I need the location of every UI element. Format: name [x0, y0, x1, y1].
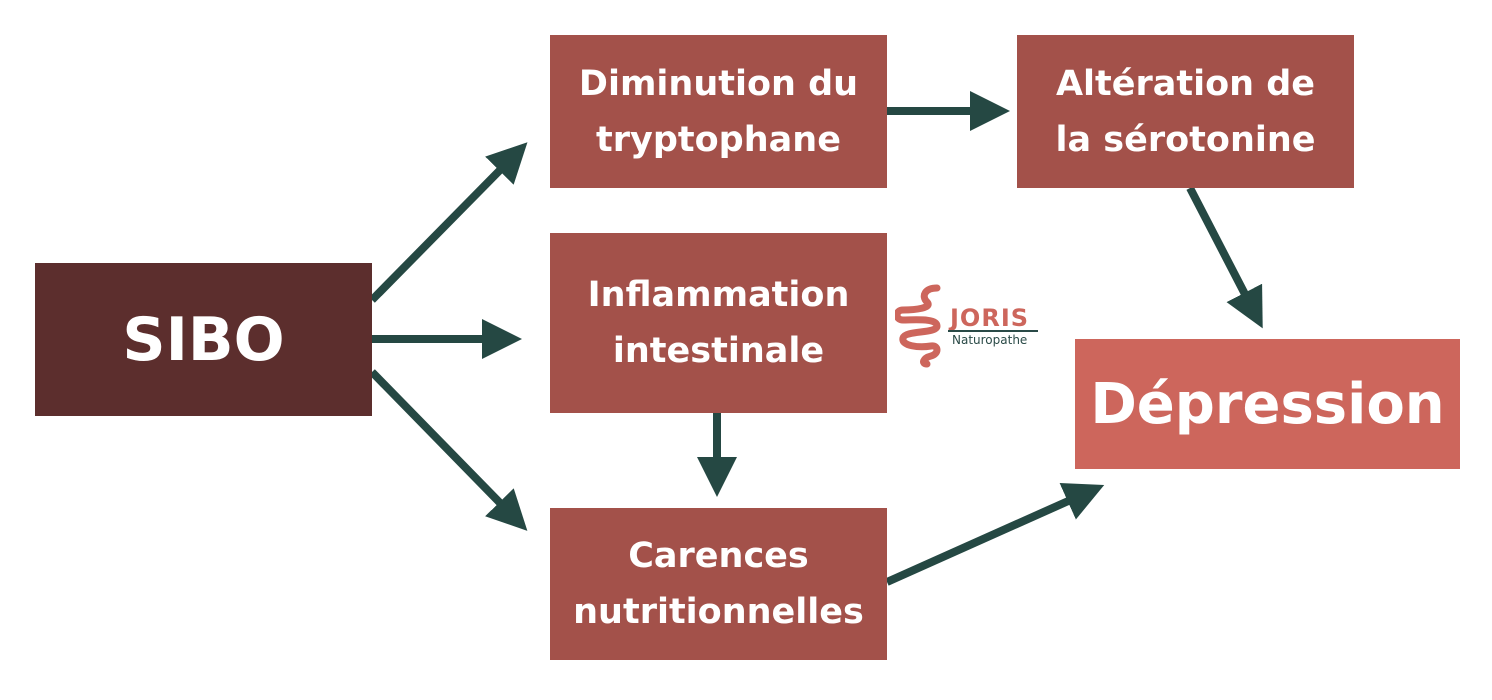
arrow-sibo-to-tryptophane	[369, 142, 528, 303]
node-carences-line-1: Carences	[628, 536, 809, 576]
node-depression-label: Dépression	[1090, 371, 1445, 437]
node-inflammation-line-1: Inflammation	[587, 275, 850, 315]
node-serotonine-line-2: la sérotonine	[1055, 119, 1316, 160]
logo-name: JORIS	[950, 304, 1030, 332]
arrow-sibo-to-carences	[369, 369, 528, 531]
node-tryptophane: Diminution du tryptophane	[550, 35, 887, 188]
node-inflammation-line-2: intestinale	[612, 331, 825, 371]
node-tryptophane-line-1: Diminution du	[578, 63, 859, 104]
node-depression: Dépression	[1075, 339, 1460, 469]
node-inflammation: Inflammation intestinale	[550, 233, 887, 413]
node-tryptophane-line-2: tryptophane	[596, 119, 841, 160]
arrow-serotonine-to-depression	[1186, 186, 1263, 329]
node-sibo: SIBO	[35, 263, 372, 416]
logo-subtitle: Naturopathe	[952, 333, 1028, 347]
node-sibo-label: SIBO	[122, 304, 285, 375]
logo-divider	[948, 330, 1038, 332]
node-serotonine: Altération de la sérotonine	[1017, 35, 1354, 188]
intestine-logo-icon	[895, 284, 941, 368]
node-carences-line-2: nutritionnelles	[573, 592, 864, 632]
node-serotonine-line-1: Altération de	[1055, 63, 1316, 104]
node-carences: Carences nutritionnelles	[550, 508, 887, 660]
arrow-carences-to-depression	[885, 483, 1105, 586]
